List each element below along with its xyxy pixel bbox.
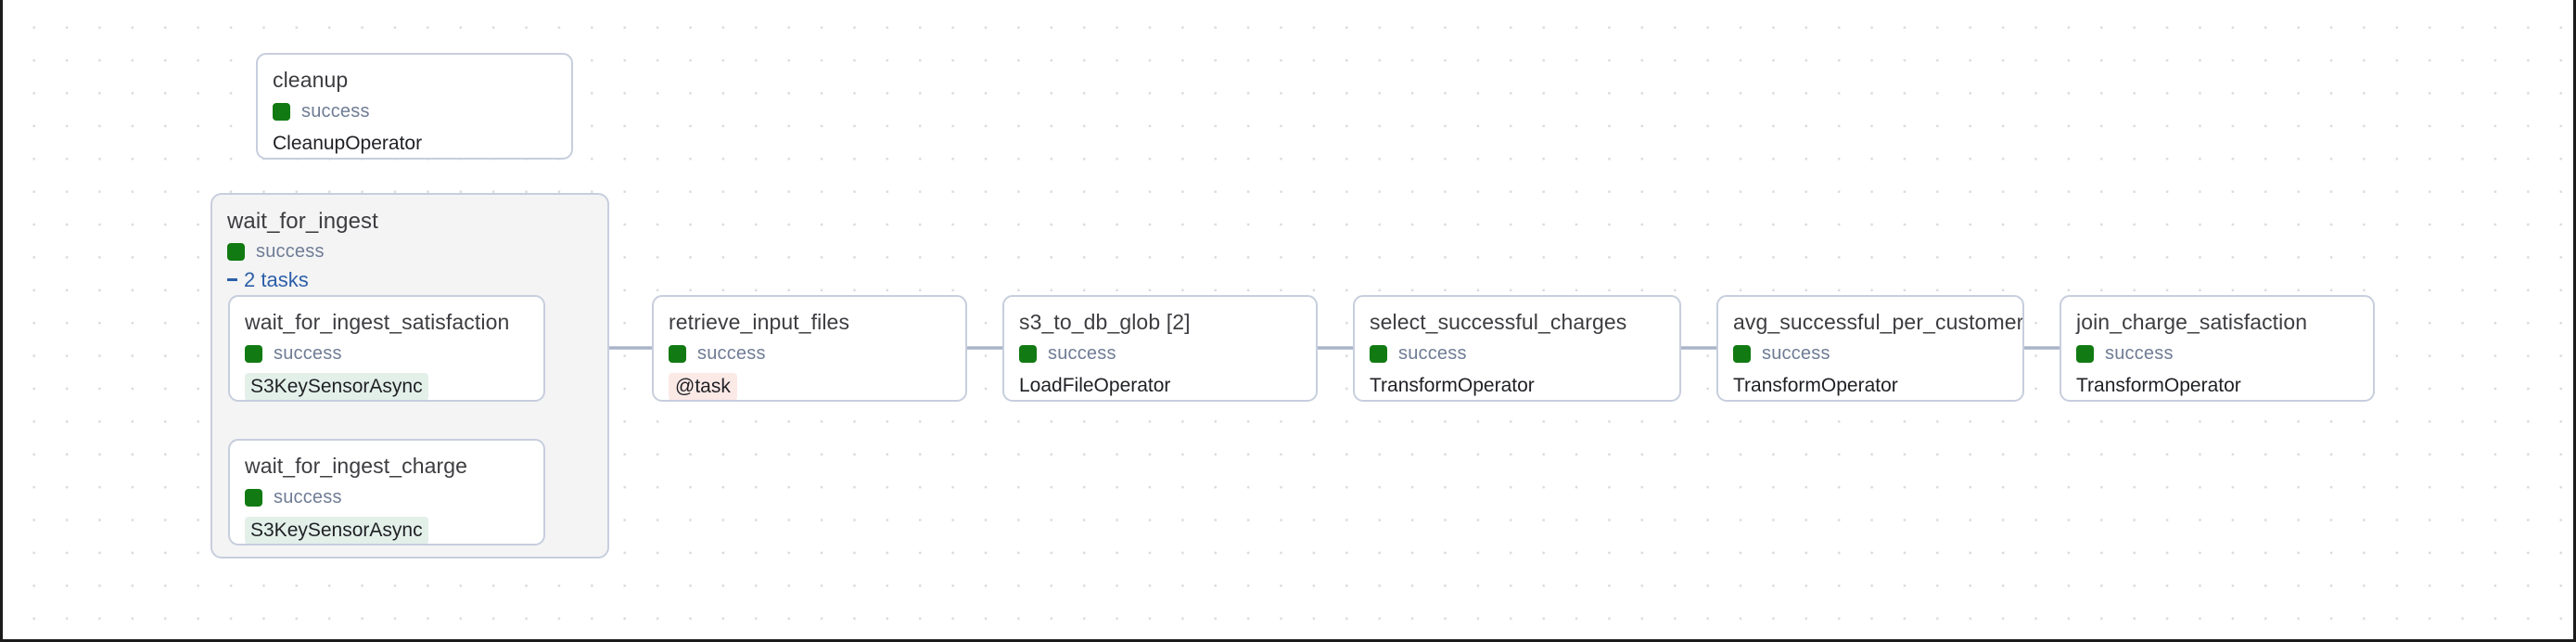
status-label: success	[274, 486, 342, 507]
node-status-row: success	[245, 487, 543, 508]
status-label: success	[301, 100, 370, 122]
node-status-row: success	[2076, 343, 2373, 365]
node-title: avg_successful_per_customer	[1733, 310, 2024, 334]
status-success-icon	[227, 243, 245, 262]
status-success-icon	[669, 344, 686, 363]
status-label: success	[1398, 342, 1467, 364]
node-status-row: success	[1370, 343, 1679, 365]
node-title: wait_for_ingest_charge	[245, 454, 468, 478]
status-success-icon	[1370, 344, 1387, 363]
node-operator-badge: CleanupOperator	[273, 132, 423, 154]
minus-icon	[227, 277, 237, 281]
node-cleanup[interactable]: cleanup success CleanupOperator	[256, 53, 573, 160]
node-status-row: success	[245, 343, 543, 365]
node-status-row: success	[273, 101, 571, 122]
node-operator-badge: S3KeySensorAsync	[245, 516, 428, 544]
node-operator-badge: @task	[669, 372, 737, 400]
node-status-row: success	[1733, 343, 2022, 365]
node-title: retrieve_input_files	[669, 310, 850, 334]
task-group-collapse-toggle[interactable]: 2 tasks	[227, 268, 607, 292]
status-success-icon	[1733, 344, 1751, 363]
status-label: success	[256, 241, 325, 263]
node-operator-badge: S3KeySensorAsync	[245, 372, 428, 400]
task-group-count-label: 2 tasks	[244, 268, 309, 292]
node-retrieve-input-files[interactable]: retrieve_input_files success @task	[652, 295, 967, 402]
node-title: s3_to_db_glob [2]	[1019, 310, 1191, 334]
status-label: success	[1762, 342, 1830, 364]
status-success-icon	[245, 488, 262, 507]
node-title: wait_for_ingest_satisfaction	[245, 310, 510, 334]
task-group-title: wait_for_ingest	[227, 209, 378, 234]
node-s3-to-db-glob[interactable]: s3_to_db_glob [2] success LoadFileOperat…	[1002, 295, 1318, 402]
node-operator-badge: TransformOperator	[1733, 374, 1898, 396]
status-success-icon	[273, 102, 290, 121]
status-label: success	[697, 342, 766, 364]
node-join-charge-satisfaction[interactable]: join_charge_satisfaction success Transfo…	[2060, 295, 2375, 402]
status-label: success	[1048, 342, 1116, 364]
status-label: success	[2105, 342, 2174, 364]
node-status-row: success	[669, 343, 965, 365]
status-success-icon	[1019, 344, 1037, 363]
node-title: select_successful_charges	[1370, 310, 1627, 334]
status-label: success	[274, 342, 342, 364]
node-operator-badge: LoadFileOperator	[1019, 374, 1171, 396]
node-operator-badge: TransformOperator	[1370, 374, 1535, 396]
node-wait-for-ingest-satisfaction[interactable]: wait_for_ingest_satisfaction success S3K…	[228, 295, 545, 402]
node-title: join_charge_satisfaction	[2076, 310, 2308, 334]
node-wait-for-ingest-charge[interactable]: wait_for_ingest_charge success S3KeySens…	[228, 439, 545, 546]
task-group-header: wait_for_ingest success 2 tasks	[212, 195, 607, 292]
node-select-successful-charges[interactable]: select_successful_charges success Transf…	[1353, 295, 1681, 402]
node-operator-badge: TransformOperator	[2076, 374, 2241, 396]
node-title: cleanup	[273, 68, 349, 92]
task-group-status-row: success	[227, 241, 607, 263]
status-success-icon	[2076, 344, 2094, 363]
status-success-icon	[245, 344, 262, 363]
node-avg-successful-per-customer[interactable]: avg_successful_per_customer success Tran…	[1716, 295, 2024, 402]
node-status-row: success	[1019, 343, 1316, 365]
